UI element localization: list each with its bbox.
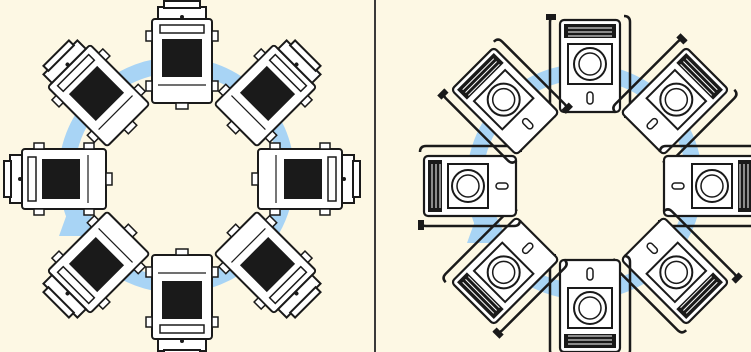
right-projector-group [416,12,751,352]
right-projector-4 [605,201,745,341]
left-projector-7 [3,142,113,216]
projector-icon [435,201,575,341]
left-projector-1 [145,0,219,110]
projector-icon [29,26,159,156]
right-projector-7 [416,140,524,232]
projector-icon [145,248,219,352]
projector-icon [605,31,745,171]
left-projector-3 [251,142,361,216]
left-projector-8 [29,26,159,156]
projector-icon [605,201,745,341]
projector-icon [544,12,636,120]
right-projector-6 [435,201,575,341]
projector-icon [656,140,751,232]
left-projector-5 [145,248,219,352]
left-panel [3,0,361,352]
projector-icon [205,26,335,156]
projector-icon [205,202,335,332]
projector-icon [145,0,219,110]
left-projector-group [3,0,361,352]
left-projector-4 [205,202,335,332]
projector-icon [29,202,159,332]
right-projector-1 [544,12,636,120]
right-projector-8 [435,31,575,171]
projector-icon [416,140,524,232]
projector-icon [435,31,575,171]
projector-icon [544,252,636,352]
projector-icon [3,142,113,216]
projector-icon [251,142,361,216]
right-projector-5 [544,252,636,352]
left-projector-6 [29,202,159,332]
right-projector-2 [605,31,745,171]
right-panel [416,12,751,352]
right-projector-3 [656,140,751,232]
left-projector-2 [205,26,335,156]
